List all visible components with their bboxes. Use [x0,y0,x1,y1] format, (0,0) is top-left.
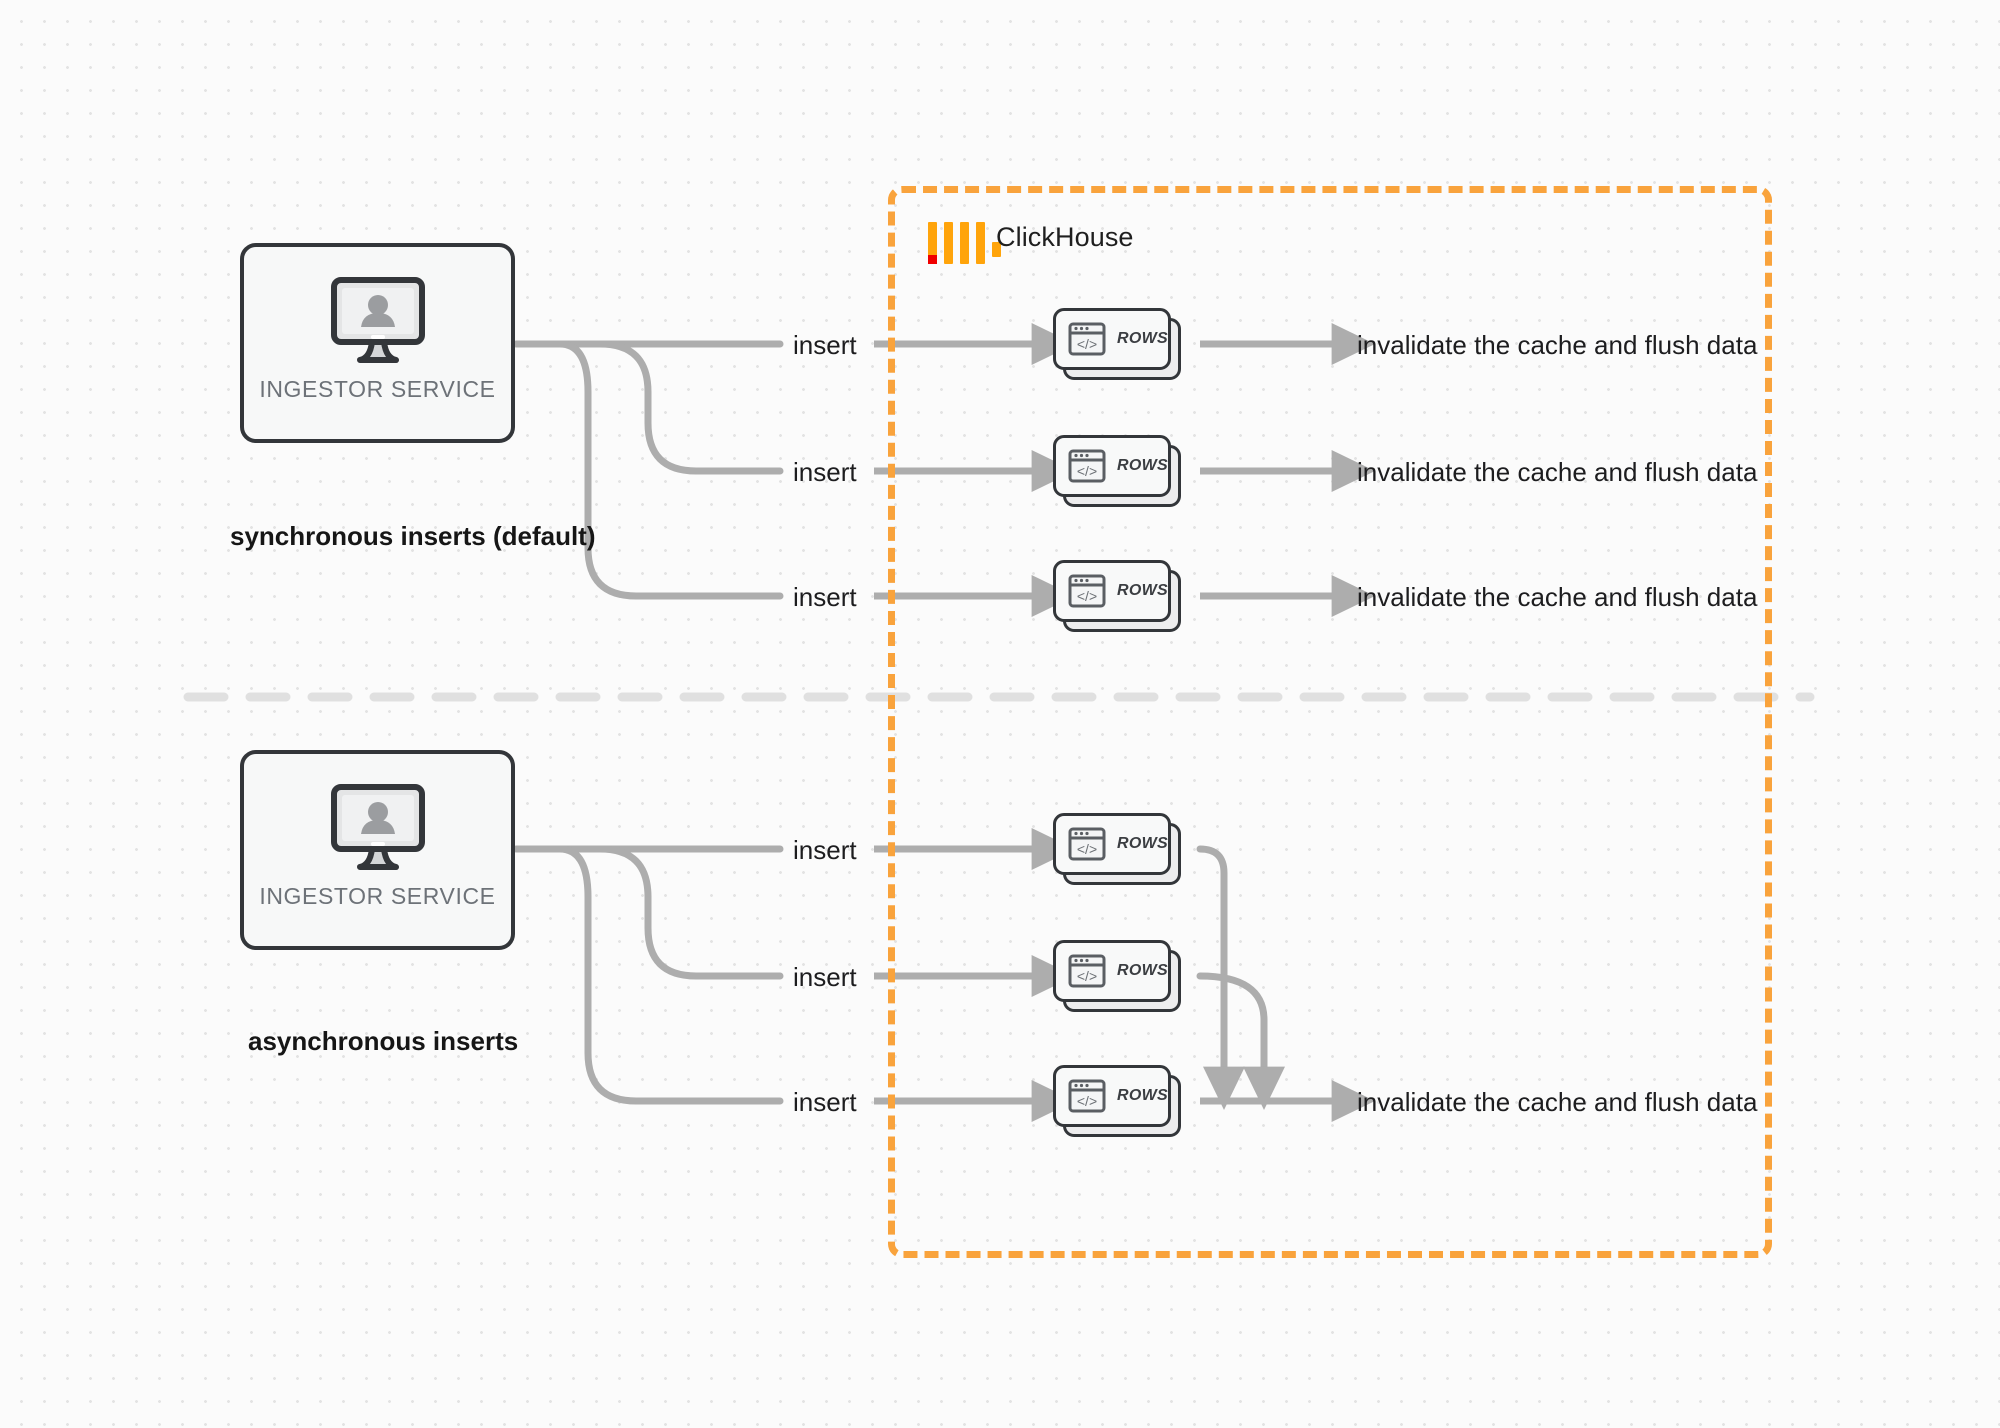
clickhouse-title: ClickHouse [996,222,1134,252]
flush-label-sync-2: invalidate the cache and flush data [1357,457,1758,487]
async-merge-lines [1196,845,1285,1110]
flush-label-sync-1: invalidate the cache and flush data [1357,330,1758,360]
rows-node-label: ROWS [1117,582,1168,599]
rows-node-card[interactable]: </> ROWS [1053,940,1171,1002]
rows-node-sync-1[interactable]: </> ROWS [1053,308,1181,380]
rows-node-card[interactable]: </> ROWS [1053,435,1171,497]
ingestor-service-async[interactable]: INGESTOR SERVICE [240,750,515,950]
flush-label-async-merged: invalidate the cache and flush data [1357,1087,1758,1117]
rows-node-card[interactable]: </> ROWS [1053,1065,1171,1127]
mode-label-sync: synchronous inserts (default) [230,521,596,551]
rows-node-async-1[interactable]: </> ROWS [1053,813,1181,885]
rows-node-label: ROWS [1117,457,1168,474]
rows-node-sync-3[interactable]: </> ROWS [1053,560,1181,632]
code-window-icon: </> [1068,574,1106,608]
code-window-icon: </> [1068,954,1106,988]
svg-text:</>: </> [1077,968,1097,984]
ingestor-service-label: INGESTOR SERVICE [259,376,496,402]
clickhouse-logo-icon [928,222,1001,264]
code-window-icon: </> [1068,449,1106,483]
rows-node-async-2[interactable]: </> ROWS [1053,940,1181,1012]
sync-flush-arrows [1200,323,1375,617]
sync-insert-arrows [874,323,1075,617]
svg-text:</>: </> [1077,463,1097,479]
svg-text:</>: </> [1077,1093,1097,1109]
async-insert-arrows [874,828,1075,1122]
mode-label-async: asynchronous inserts [248,1026,519,1056]
insert-label-async-3: insert [793,1087,857,1117]
insert-label-async-1: insert [793,835,857,865]
rows-node-async-3[interactable]: </> ROWS [1053,1065,1181,1137]
monitor-user-icon [330,277,426,365]
clickhouse-boundary [888,186,1772,1258]
ingestor-service-sync[interactable]: INGESTOR SERVICE [240,243,515,443]
rows-node-label: ROWS [1117,1087,1168,1104]
code-window-icon: </> [1068,827,1106,861]
insert-label-sync-1: insert [793,330,857,360]
ingestor-service-label: INGESTOR SERVICE [259,883,496,909]
async-branch-lines [512,845,784,1105]
rows-node-label: ROWS [1117,330,1168,347]
flush-label-sync-3: invalidate the cache and flush data [1357,582,1758,612]
insert-label-sync-3: insert [793,582,857,612]
rows-node-card[interactable]: </> ROWS [1053,308,1171,370]
rows-node-label: ROWS [1117,835,1168,852]
monitor-user-icon [330,784,426,872]
code-window-icon: </> [1068,322,1106,356]
rows-node-label: ROWS [1117,962,1168,979]
rows-node-card[interactable]: </> ROWS [1053,813,1171,875]
svg-text:</>: </> [1077,588,1097,604]
rows-node-card[interactable]: </> ROWS [1053,560,1171,622]
rows-node-sync-2[interactable]: </> ROWS [1053,435,1181,507]
svg-text:</>: </> [1077,841,1097,857]
svg-text:</>: </> [1077,336,1097,352]
code-window-icon: </> [1068,1079,1106,1113]
sync-branch-lines [512,340,784,600]
insert-label-sync-2: insert [793,457,857,487]
insert-label-async-2: insert [793,962,857,992]
